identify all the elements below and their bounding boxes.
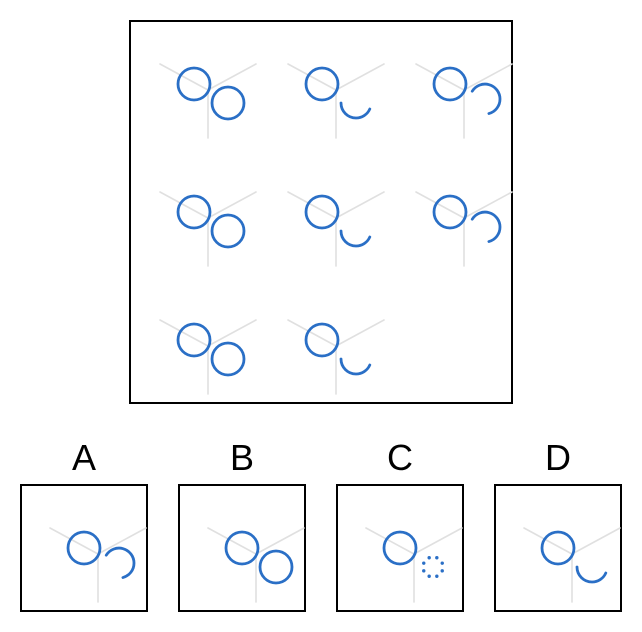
spoke-lines [159,191,257,267]
dot [440,561,444,565]
spoke-line [335,319,385,347]
spoke-lines [287,191,385,267]
full-circle [258,549,294,585]
spoke-lines [49,527,147,603]
spoke-lines [159,319,257,395]
matrix-cell [287,319,385,395]
dot [440,569,444,573]
spoke-line [207,191,257,219]
spoke-lines [523,527,621,603]
option-b-figure [207,527,305,603]
matrix-cell [159,63,257,139]
matrix-frame [129,20,513,404]
full-circle [210,213,246,249]
spoke-lines [207,527,305,603]
dot [427,556,431,560]
dot [422,561,426,565]
spoke-line [413,527,463,555]
spoke-line [463,191,513,219]
fixed-circle [66,530,102,566]
fixed-circle [176,66,212,102]
spoke-lines [287,319,385,395]
arc-top-right [470,210,502,243]
fixed-circle [432,194,468,230]
dot [435,574,439,578]
option-d-label: D [545,437,571,478]
fixed-circle [304,66,340,102]
fixed-circle [432,66,468,102]
matrix-cell [159,191,257,267]
matrix-cell [415,191,513,267]
spoke-lines [159,63,257,139]
arc-bottom-left [339,229,372,248]
option-a-box[interactable] [20,484,148,612]
fixed-circle [224,530,260,566]
spoke-line [97,527,147,555]
fixed-circle [304,322,340,358]
spoke-line [335,191,385,219]
fixed-circle [540,530,576,566]
spoke-line [335,63,385,91]
matrix-cell [159,319,257,395]
spoke-line [287,191,337,219]
spoke-line [255,527,305,555]
spoke-line [571,527,621,555]
option-d-box[interactable] [494,484,622,612]
matrix-cells [159,63,513,395]
dot [427,574,431,578]
full-circle [210,85,246,121]
option-c-label: C [387,437,413,478]
full-circle [210,341,246,377]
option-d-figure [523,527,621,603]
spoke-lines [415,191,513,267]
option-a-label: A [72,437,96,478]
dot [435,556,439,560]
option-c[interactable]: C [336,437,464,612]
spoke-line [365,527,415,555]
matrix-cell [287,191,385,267]
dotted-circle [422,556,444,578]
spoke-line [207,527,257,555]
arc-top-right [104,546,136,579]
spoke-line [159,63,209,91]
fixed-circle [176,194,212,230]
fixed-circle [382,530,418,566]
spoke-line [523,527,573,555]
fixed-circle [304,194,340,230]
spoke-line [159,191,209,219]
option-c-box[interactable] [336,484,464,612]
spoke-line [159,319,209,347]
option-c-figure [365,527,463,603]
matrix-cell [287,63,385,139]
spoke-lines [365,527,463,603]
spoke-line [463,63,513,91]
option-a-figure [49,527,147,603]
option-d[interactable]: D [494,437,622,612]
spoke-line [415,63,465,91]
arc-bottom-left [339,357,372,376]
spoke-line [207,63,257,91]
spoke-lines [287,63,385,139]
matrix-cell [415,63,513,139]
spoke-lines [415,63,513,139]
spoke-line [287,63,337,91]
dot [422,569,426,573]
option-b-box[interactable] [178,484,306,612]
option-b-label: B [230,437,254,478]
option-b[interactable]: B [178,437,306,612]
answer-options: A B C D [20,437,622,612]
arc-bottom-left [575,565,608,584]
arc-top-right [470,82,502,115]
arc-bottom-left [339,101,372,120]
fixed-circle [176,322,212,358]
spoke-line [49,527,99,555]
option-a[interactable]: A [20,437,148,612]
spoke-line [415,191,465,219]
spoke-line [287,319,337,347]
spoke-line [207,319,257,347]
